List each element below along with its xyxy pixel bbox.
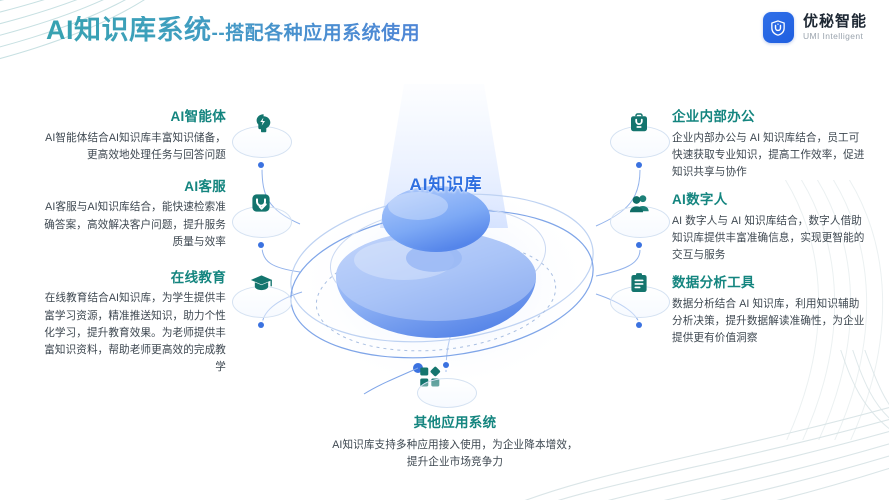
feature-description: AI客服与AI知识库结合，能快速检索准确答案，高效解决客户问题，提升服务质量与效… [44, 201, 226, 248]
brain-head-bolt-icon [248, 110, 274, 136]
brand-logo: 优秘智能 UMI Intelligent [762, 12, 867, 43]
feature-item-other-applications: 其他应用系统 AI知识库支持多种应用接入使用，为企业降本增效，提升企业市场竞争力 [330, 414, 580, 471]
node-data-analysis-tool[interactable] [610, 270, 670, 328]
logo-name-cn: 优秘智能 [802, 12, 867, 30]
left-feature-column: AI智能体 AI智能体结合AI知识库丰富知识储备，更高效地处理任务与回答问题 A… [36, 108, 226, 386]
feature-item-enterprise-office: 企业内部办公 企业内部办公与 AI 知识库结合，员工可快速获取专业知识，提高工作… [672, 108, 868, 181]
center-sphere-graphic [290, 84, 594, 395]
feature-description: AI 数字人与 AI 知识库结合，数字人借助知识库提供丰富准确信息，实现更智能的… [672, 214, 865, 261]
right-feature-column: 企业内部办公 企业内部办公与 AI 知识库结合，员工可快速获取专业知识，提高工作… [672, 108, 868, 357]
node-connector-dot [636, 322, 642, 328]
logo-name-en: UMI Intelligent [802, 31, 864, 42]
node-plate [232, 286, 292, 318]
center-knowledge-base-visual: AI知识库 [276, 78, 616, 398]
node-ai-agent[interactable] [232, 110, 292, 168]
page-title: AI知识库系统--搭配各种应用系统使用 [46, 16, 420, 46]
node-connector-dot [258, 162, 264, 168]
feature-title: 其他应用系统 [413, 415, 497, 430]
feature-title: AI客服 [184, 178, 226, 194]
node-connector-dot [443, 362, 449, 368]
page-title-sub: --搭配各种应用系统使用 [211, 23, 421, 44]
feature-item-ai-digital-human: AI数字人 AI 数字人与 AI 知识库结合，数字人借助知识库提供丰富准确信息，… [672, 191, 868, 264]
feature-item-data-analysis: 数据分析工具 数据分析结合 AI 知识库，利用知识辅助分析决策，提升数据解读准确… [672, 274, 868, 347]
feature-title: 在线教育 [170, 269, 226, 285]
center-label: AI知识库 [409, 175, 483, 194]
feature-title: 数据分析工具 [672, 275, 755, 291]
headset-check-icon [248, 190, 274, 216]
feature-item-ai-customer-service: AI客服 AI客服与AI知识库结合，能快速检索准确答案，高效解决客户问题，提升服… [36, 178, 226, 251]
node-ai-digital-human[interactable] [610, 190, 670, 248]
node-other-applications[interactable] [417, 362, 477, 412]
node-online-education[interactable] [232, 270, 292, 328]
briefcase-icon [626, 110, 652, 136]
node-connector-dot [636, 242, 642, 248]
two-people-icon [626, 190, 652, 216]
node-connector-dot [636, 162, 642, 168]
feature-description: 数据分析结合 AI 知识库，利用知识辅助分析决策，提升数据解读准确性，为企业提供… [672, 297, 865, 344]
node-connector-dot [258, 242, 264, 248]
node-plate [610, 126, 670, 158]
feature-title: AI智能体 [170, 109, 226, 124]
node-enterprise-office[interactable] [610, 110, 670, 168]
feature-description: 在线教育结合AI知识库，为学生提供丰富学习资源，精准推送知识，助力个性化学习，提… [44, 292, 226, 374]
node-ai-customer-service[interactable] [232, 190, 292, 248]
node-plate [417, 378, 477, 408]
node-connector-dot [258, 322, 264, 328]
feature-description: AI智能体结合AI知识库丰富知识储备，更高效地处理任务与回答问题 [45, 131, 226, 161]
feature-description: AI知识库支持多种应用接入使用，为企业降本增效，提升企业市场竞争力 [332, 438, 578, 468]
graduation-cap-icon [248, 270, 274, 296]
feature-item-online-education: 在线教育 在线教育结合AI知识库，为学生提供丰富学习资源，精准推送知识，助力个性… [36, 269, 226, 376]
page-title-main: AI知识库系统 [46, 15, 212, 45]
shield-u-logo-icon [762, 12, 794, 43]
clipboard-chart-icon [626, 270, 652, 296]
feature-item-ai-agent: AI智能体 AI智能体结合AI知识库丰富知识储备，更高效地处理任务与回答问题 [36, 108, 226, 164]
feature-title: 企业内部办公 [672, 109, 755, 124]
feature-description: 企业内部办公与 AI 知识库结合，员工可快速获取专业知识，提高工作效率，促进知识… [672, 131, 865, 178]
feature-title: AI数字人 [672, 192, 728, 208]
